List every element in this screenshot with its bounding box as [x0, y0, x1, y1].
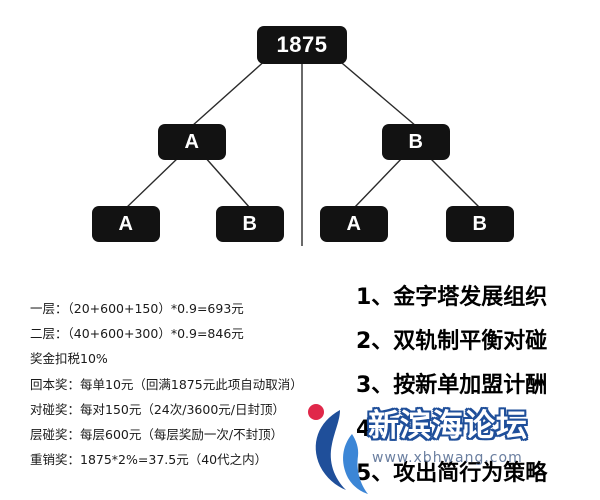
tree-node-level2-b-right: B — [446, 206, 514, 242]
tree-node-label: A — [346, 213, 362, 235]
feature-item: 3、按新单加盟计酬 — [356, 373, 548, 398]
connector-b-right — [427, 155, 481, 209]
feature-item: 4、 — [356, 417, 394, 442]
rule-level-one: 一层：（20+600+150）*0.9=693元 — [30, 301, 244, 316]
tree-node-root: 1875 — [257, 26, 347, 64]
feature-item: 1、金字塔发展组织 — [356, 285, 548, 310]
red-dot-marker — [308, 404, 324, 420]
tree-node-level1-b: B — [382, 124, 450, 160]
tree-node-level2-a-right: A — [320, 206, 388, 242]
connector-root-right — [335, 57, 417, 127]
watermark: 新滨海论坛 www.xbhwang.com — [306, 404, 596, 496]
tree-node-label: B — [408, 131, 424, 153]
tree-node-label: B — [472, 213, 488, 235]
tree-node-root-label: 1875 — [276, 32, 328, 57]
watermark-url: www.xbhwang.com — [372, 450, 523, 466]
watermark-logo-icon — [315, 410, 368, 494]
watermark-title: 新滨海论坛 — [368, 408, 528, 444]
feature-item: 2、双轨制平衡对碰 — [356, 329, 548, 354]
rule-payback-bonus: 回本奖：每单10元（回满1875元此项自动取消） — [30, 376, 303, 392]
tree-node-label: A — [184, 131, 200, 153]
rule-tax: 奖金扣税10% — [30, 351, 108, 367]
tree-node-level2-b-left: B — [216, 206, 284, 242]
rule-level-pair-bonus: 层碰奖：每层600元（每层奖励一次/不封顶） — [30, 426, 284, 442]
tree-node-level2-a-left: A — [92, 206, 160, 242]
connector-b-left — [353, 155, 405, 209]
rule-repurchase-bonus: 重销奖：1875*2%=37.5元（40代之内） — [30, 452, 268, 468]
tree-connectors — [125, 57, 481, 246]
rule-pair-bonus: 对碰奖：每对150元（24次/3600元/日封顶） — [30, 401, 285, 417]
connector-a-right — [203, 155, 251, 209]
feature-item: 5、攻出简行为策略 — [356, 461, 548, 486]
feature-list: 1、金字塔发展组织 2、双轨制平衡对碰 3、按新单加盟计酬 4、 5、攻出简行为… — [356, 276, 600, 496]
connector-root-left — [191, 57, 269, 127]
connector-a-left — [125, 155, 181, 209]
tree-node-label: A — [118, 213, 134, 235]
rule-level-two: 二层：（40+600+300）*0.9=846元 — [30, 326, 244, 342]
tree-node-level1-a: A — [158, 124, 226, 160]
tree-node-label: B — [242, 213, 258, 235]
bonus-rules-list: 一层：（20+600+150）*0.9=693元 二层：（40+600+300）… — [30, 296, 370, 472]
